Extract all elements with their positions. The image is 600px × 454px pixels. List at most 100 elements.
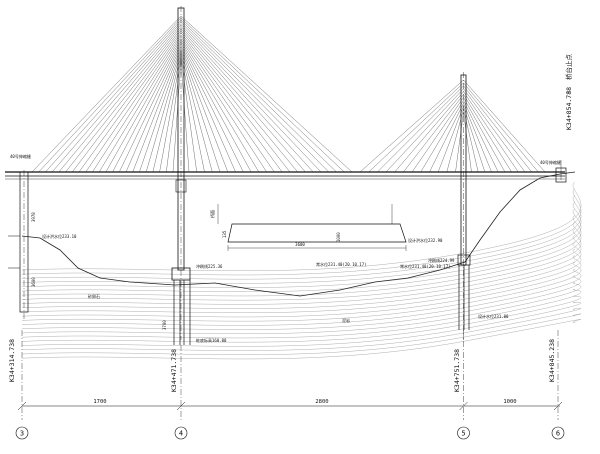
ground-strata — [21, 181, 582, 360]
stay-cable — [145, 51, 182, 173]
deck-note-left: 桥面 — [209, 210, 215, 218]
stay-cable — [180, 22, 329, 173]
stratum-line — [21, 289, 582, 339]
stratum-line — [21, 268, 582, 326]
axis-markers: 3 4 5 6 — [15, 426, 565, 440]
left-abutment — [8, 170, 29, 320]
mid-label-b: 常水位231.40(20.10.17) — [400, 263, 451, 269]
span-label-1: 1700 — [93, 399, 106, 405]
stratum-line — [21, 302, 582, 347]
right-level: 设计水位231.00 — [478, 313, 509, 319]
stay-cable — [437, 106, 464, 173]
axis-number-6: 6 — [556, 430, 560, 438]
stay-cable — [152, 53, 182, 173]
stay-cable — [180, 32, 291, 173]
stay-cable — [159, 55, 182, 173]
deck-width-dim: 3600 — [295, 242, 305, 247]
station-bridge-end: K34+854.788 — [565, 87, 573, 130]
stay-cable — [411, 97, 464, 173]
axis-number-4: 4 — [179, 430, 183, 438]
stay-cable — [166, 57, 182, 173]
stay-cable — [132, 47, 182, 173]
station-left-abutment: K34+314.738 — [8, 339, 16, 382]
tower-dim: 3700 — [162, 320, 167, 330]
seabed-left: 冲刷线225.36 — [196, 263, 223, 269]
water-level-left: 设计洪水位233.10 — [42, 233, 77, 239]
stay-cable — [180, 57, 197, 173]
stay-cable — [92, 34, 182, 173]
stay-cable — [429, 103, 464, 173]
stay-cable — [180, 36, 275, 173]
mid-label-a: 常水位231.40(20.10.17) — [316, 261, 367, 267]
bridge-deck — [5, 171, 565, 180]
soil-label-a: 砂卵石 — [88, 293, 100, 299]
stratum-line — [21, 295, 582, 343]
stay-cable — [72, 28, 182, 173]
axis-number-3: 3 — [20, 430, 24, 438]
annot-right-joint: 40号伸缩缝 — [540, 159, 561, 165]
stay-cable — [105, 38, 182, 173]
stay-cable — [180, 51, 221, 173]
stratum-line — [21, 195, 582, 280]
stay-cable — [359, 79, 464, 173]
stay-cable — [463, 97, 506, 173]
stay-cable — [377, 85, 464, 173]
stratum-line — [21, 208, 582, 288]
stay-cable — [112, 41, 182, 173]
stay-cable — [45, 20, 182, 173]
stratum-line — [21, 282, 582, 334]
stay-cable — [180, 47, 236, 173]
stay-cable — [403, 94, 464, 173]
stratum-line — [21, 235, 582, 305]
station-main-tower: K34+471.738 — [170, 349, 178, 392]
stratum-line — [21, 275, 582, 330]
bridge-end-label: 桥台止点 — [564, 54, 573, 81]
stay-cable — [463, 91, 519, 173]
stay-cable — [180, 24, 322, 173]
stay-cable — [463, 85, 532, 173]
stay-cable — [125, 45, 182, 173]
stay-cable — [455, 111, 464, 173]
stratum-line — [21, 228, 582, 301]
stay-cable — [385, 88, 464, 173]
stay-cable — [463, 111, 472, 173]
stay-cable — [463, 88, 526, 173]
stay-cable — [180, 55, 205, 173]
span-label-3: 1000 — [503, 399, 516, 405]
stay-cable — [180, 49, 228, 173]
stratum-line — [21, 262, 582, 322]
stratum-line — [21, 308, 582, 351]
stratum-line — [21, 215, 582, 292]
stay-cable — [180, 53, 213, 173]
stay-cable — [394, 91, 464, 173]
stratum-line — [21, 222, 582, 297]
stratum-line — [21, 181, 582, 271]
stay-cable — [180, 30, 298, 173]
stay-cable — [180, 34, 283, 173]
left-dim-a: 3978 — [31, 212, 36, 222]
stratum-line — [21, 319, 582, 360]
stay-cable — [65, 26, 182, 173]
water-level-right: 设计洪水位232.90 — [408, 237, 443, 243]
stay-cable — [78, 30, 182, 173]
stay-cable — [420, 100, 464, 173]
stay-cable — [180, 43, 252, 173]
deck-dim-left: 135 — [222, 230, 227, 238]
stay-cable — [463, 82, 539, 173]
stay-cable — [463, 79, 546, 173]
ground-profile — [21, 171, 576, 297]
stratum-line — [21, 201, 582, 284]
pile-tip-level: 桩底标高160.00 — [196, 337, 227, 343]
stay-cable — [98, 36, 182, 173]
stay-cable — [119, 43, 182, 173]
soil-label-b: 泥岩 — [342, 317, 350, 323]
axis-number-5: 5 — [461, 430, 465, 438]
stay-cable — [180, 41, 260, 173]
annot-left-joint: 40号伸缩缝 — [10, 153, 31, 159]
stay-cable — [31, 15, 182, 173]
aux-tower — [457, 72, 471, 340]
stay-cable — [58, 24, 182, 173]
stay-cable — [52, 22, 182, 173]
